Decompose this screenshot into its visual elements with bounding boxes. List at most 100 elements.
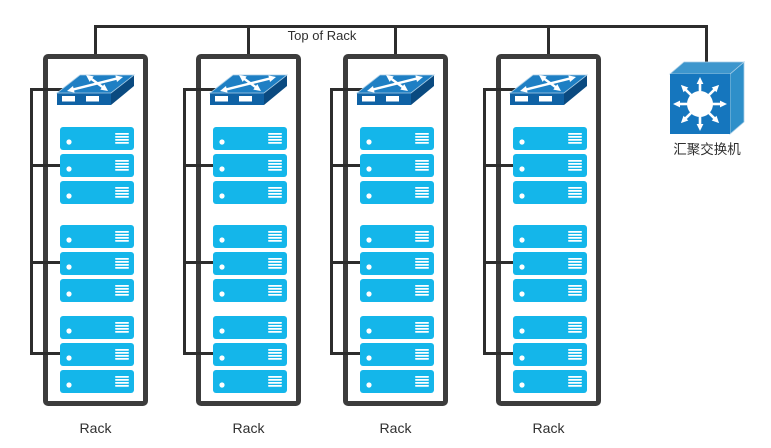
server bbox=[213, 181, 287, 204]
top-of-rack-bus-line bbox=[95, 25, 708, 28]
server-icon bbox=[513, 370, 587, 393]
server bbox=[360, 181, 434, 204]
server-icon bbox=[360, 252, 434, 275]
rack-bus-tap-line bbox=[483, 352, 517, 355]
server bbox=[213, 343, 287, 366]
server bbox=[213, 154, 287, 177]
rack-uplink-stem bbox=[547, 25, 550, 75]
server-icon bbox=[213, 252, 287, 275]
server bbox=[513, 127, 587, 150]
server bbox=[513, 316, 587, 339]
server-icon bbox=[213, 181, 287, 204]
rack-label: Rack bbox=[532, 420, 565, 436]
server-icon bbox=[213, 370, 287, 393]
rack-bus-tap-line bbox=[183, 261, 217, 264]
server-icon bbox=[213, 154, 287, 177]
server bbox=[360, 252, 434, 275]
server bbox=[360, 370, 434, 393]
rack-label: Rack bbox=[379, 420, 412, 436]
server bbox=[513, 279, 587, 302]
server bbox=[513, 343, 587, 366]
server-icon bbox=[60, 154, 134, 177]
rack-bus-tap-line bbox=[183, 352, 217, 355]
rack-side-bus-line bbox=[483, 88, 486, 355]
rack-bus-tap-line bbox=[30, 164, 64, 167]
rack-uplink-stem bbox=[94, 25, 97, 75]
server-icon bbox=[213, 127, 287, 150]
server-icon bbox=[360, 370, 434, 393]
server bbox=[213, 370, 287, 393]
server-icon bbox=[60, 316, 134, 339]
server-icon bbox=[213, 316, 287, 339]
server-icon bbox=[213, 279, 287, 302]
server-icon bbox=[60, 181, 134, 204]
rack-bus-tap-line bbox=[483, 88, 517, 91]
aggregation-switch-icon bbox=[668, 60, 746, 136]
server bbox=[513, 181, 587, 204]
rack-uplink-stem bbox=[394, 25, 397, 75]
server bbox=[60, 343, 134, 366]
server-icon bbox=[60, 279, 134, 302]
rack: Rack bbox=[182, 54, 306, 448]
server-icon bbox=[360, 127, 434, 150]
server-icon bbox=[60, 225, 134, 248]
server bbox=[60, 370, 134, 393]
server bbox=[360, 343, 434, 366]
server-icon bbox=[360, 279, 434, 302]
server bbox=[360, 316, 434, 339]
server-icon bbox=[513, 154, 587, 177]
rack: Rack bbox=[329, 54, 453, 448]
server-icon bbox=[213, 343, 287, 366]
rack-bus-tap-line bbox=[183, 88, 217, 91]
server-icon bbox=[60, 370, 134, 393]
server-icon bbox=[360, 316, 434, 339]
rack-bus-tap-line bbox=[330, 164, 364, 167]
tor-switch bbox=[55, 66, 137, 108]
rack-label: Rack bbox=[232, 420, 265, 436]
server bbox=[60, 127, 134, 150]
rack: Rack bbox=[482, 54, 606, 448]
server bbox=[213, 252, 287, 275]
server bbox=[360, 127, 434, 150]
server bbox=[60, 316, 134, 339]
server-icon bbox=[360, 181, 434, 204]
server bbox=[513, 252, 587, 275]
tor-switch bbox=[508, 66, 590, 108]
server-icon bbox=[513, 225, 587, 248]
rack-side-bus-line bbox=[183, 88, 186, 355]
server-icon bbox=[60, 343, 134, 366]
server bbox=[513, 225, 587, 248]
server-icon bbox=[60, 252, 134, 275]
rack-bus-tap-line bbox=[30, 261, 64, 264]
rack-uplink-stem bbox=[247, 25, 250, 75]
server-icon bbox=[513, 252, 587, 275]
server-icon bbox=[360, 343, 434, 366]
server bbox=[60, 225, 134, 248]
server bbox=[513, 154, 587, 177]
server bbox=[360, 225, 434, 248]
server-icon bbox=[213, 225, 287, 248]
server bbox=[60, 252, 134, 275]
aggregation-switch-label: 汇聚交换机 bbox=[673, 142, 741, 157]
rack-bus-tap-line bbox=[330, 261, 364, 264]
server bbox=[513, 370, 587, 393]
server bbox=[213, 279, 287, 302]
server-icon bbox=[513, 127, 587, 150]
rack-bus-tap-line bbox=[30, 352, 64, 355]
server-icon bbox=[513, 181, 587, 204]
server bbox=[60, 154, 134, 177]
rack-bus-tap-line bbox=[30, 88, 64, 91]
rack-bus-tap-line bbox=[330, 88, 364, 91]
aggregation-uplink-stem bbox=[705, 25, 708, 62]
server-icon bbox=[513, 316, 587, 339]
rack-bus-tap-line bbox=[483, 261, 517, 264]
server bbox=[360, 154, 434, 177]
rack: Rack bbox=[29, 54, 153, 448]
server bbox=[213, 316, 287, 339]
tor-switch-icon bbox=[508, 74, 589, 105]
server-icon bbox=[513, 343, 587, 366]
server bbox=[60, 279, 134, 302]
tor-switch bbox=[355, 66, 437, 108]
server-icon bbox=[360, 154, 434, 177]
